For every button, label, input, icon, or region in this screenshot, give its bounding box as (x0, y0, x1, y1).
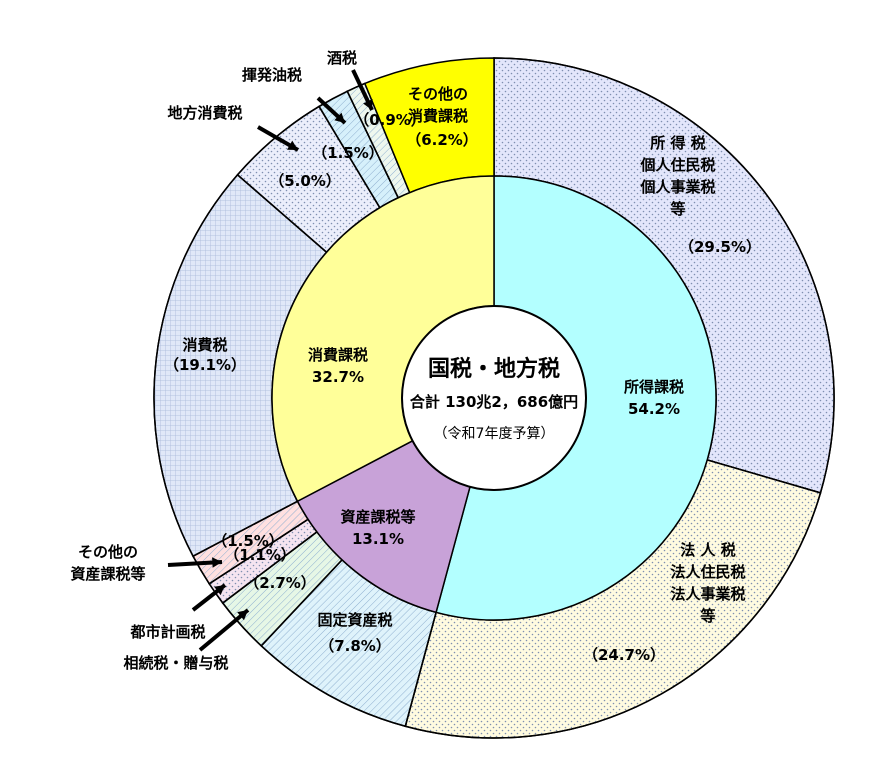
outer-label-6: 消費税 (182, 336, 227, 354)
chart-title: 国税・地方税 (428, 356, 560, 382)
pointer-arrowhead-5 (237, 610, 248, 621)
outer-label-9: 酒税 (327, 49, 357, 67)
outer-label-2: 固定資産税 (317, 611, 392, 629)
outer-label-10: その他の消費課税 (408, 85, 468, 125)
outer-label-8: 揮発油税 (242, 66, 302, 84)
outer-value-3: （2.7%） (244, 574, 316, 592)
outer-value-1: （24.7%） (583, 646, 665, 664)
outer-label-1: 法 人 税法人住民税法人事業税等 (670, 541, 745, 625)
outer-label-3: 相続税・贈与税 (123, 654, 228, 672)
inner-ring (271, 175, 717, 621)
outer-value-7: （5.0%） (269, 172, 341, 190)
outer-label-7: 地方消費税 (167, 104, 242, 122)
pointer-arrowhead-0 (287, 140, 298, 150)
pointer-arrowhead-1 (334, 112, 345, 123)
pointer-arrow-5 (198, 608, 250, 652)
pointer-arrowhead-4 (214, 585, 225, 596)
outer-value-6: （19.1%） (164, 356, 246, 374)
outer-label-0: 所 得 税個人住民税個人事業税等 (639, 134, 715, 218)
outer-value-5: （1.5%） (212, 532, 284, 550)
outer-value-9: （0.9%） (354, 111, 426, 129)
pointer-arrowhead-3 (212, 557, 222, 568)
outer-value-10: （6.2%） (406, 131, 478, 149)
outer-value-8: （1.5%） (312, 144, 384, 162)
outer-label-4: 都市計画税 (129, 623, 205, 641)
center-hole (401, 305, 587, 491)
pointer-arrowhead-2 (363, 99, 373, 110)
chart-note: （令和7年度予算） (434, 426, 555, 442)
outer-label-5: その他の資産課税等 (70, 543, 145, 583)
outer-value-0: （29.5%） (679, 238, 761, 256)
chart-total: 合計 130兆2，686億円 (409, 393, 578, 411)
outer-value-2: （7.8%） (319, 637, 391, 655)
outer-value-4: （1.1%） (224, 546, 296, 564)
